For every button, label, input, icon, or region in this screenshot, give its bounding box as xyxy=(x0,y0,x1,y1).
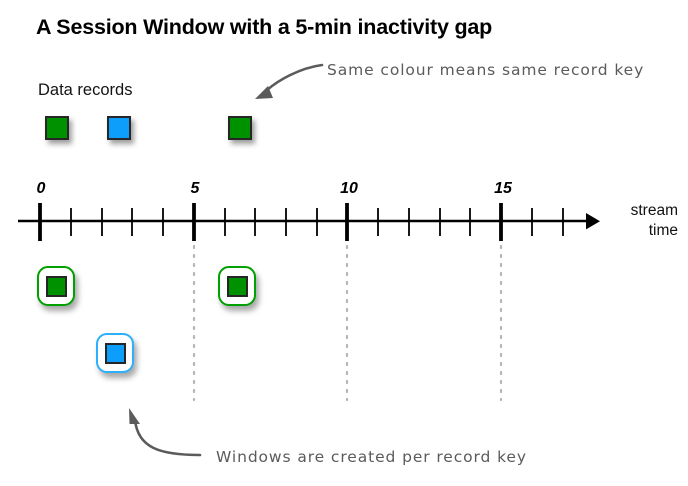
session-window-green-1 xyxy=(37,266,75,306)
annotation-same-colour-text: Same colour means same record key xyxy=(327,61,645,79)
session-window-blue-1 xyxy=(96,333,134,373)
session-window-green-2 xyxy=(218,266,256,306)
window-record-square xyxy=(45,275,67,297)
axis-minor-ticks xyxy=(70,208,564,236)
axis-tick-label-0: 0 xyxy=(36,180,46,197)
axis-major-ticks xyxy=(38,203,503,241)
data-record-square-2 xyxy=(107,116,131,140)
data-records-label: Data records xyxy=(38,81,133,99)
axis-tick-label-15: 15 xyxy=(494,180,512,197)
axis-caption-line-2: time xyxy=(648,222,678,239)
data-record-square-3 xyxy=(228,116,252,140)
axis-tick-label-10: 10 xyxy=(340,180,358,197)
data-record-square-1 xyxy=(45,116,69,140)
axis-tick-label-5: 5 xyxy=(190,180,200,197)
window-record-square xyxy=(104,342,126,364)
axis-caption-line-1: stream xyxy=(630,202,678,219)
window-record-square xyxy=(226,275,248,297)
axis-caption: stream time xyxy=(608,201,678,241)
page-title: A Session Window with a 5-min inactivity… xyxy=(36,15,493,39)
axis-arrowhead xyxy=(586,213,600,230)
annotation-arrow-bottom xyxy=(129,408,202,457)
annotation-windows-created-text: Windows are created per record key xyxy=(216,448,527,466)
annotation-arrow-top xyxy=(255,63,324,99)
